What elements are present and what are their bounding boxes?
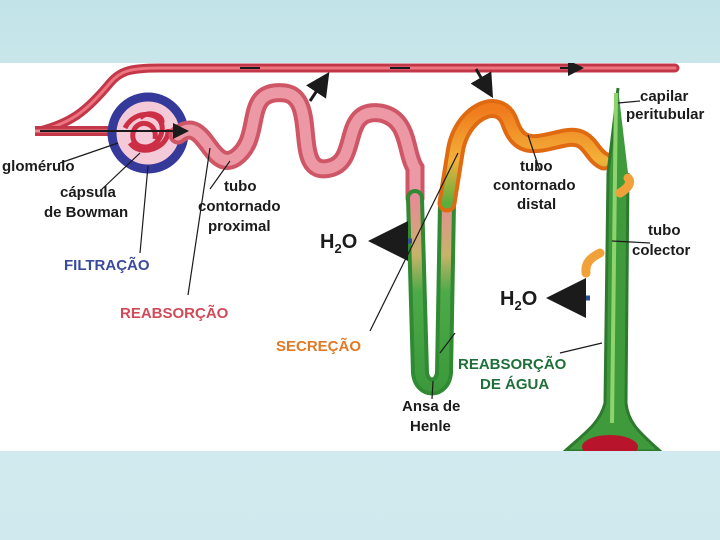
nephron-diagram: capilar peritubular glomérulo cápsula de… <box>2 63 705 451</box>
label-capilar-1: capilar <box>640 88 689 105</box>
label-filtracao: FILTRAÇÃO <box>64 256 150 274</box>
label-capsula-2: de Bowman <box>44 204 128 221</box>
glomerulus <box>122 111 171 153</box>
label-h2o-2: H2O <box>500 288 537 313</box>
label-colector-2: colector <box>632 242 691 259</box>
label-capilar-2: peritubular <box>626 106 705 123</box>
label-reabsorcao-agua-2: DE ÁGUA <box>480 376 549 393</box>
label-h2o-1: H2O <box>320 231 357 256</box>
label-capsula-1: cápsula <box>60 184 117 201</box>
diagram-panel: capilar peritubular glomérulo cápsula de… <box>0 63 720 451</box>
label-proximal-3: proximal <box>208 218 271 235</box>
label-secrecao: SECREÇÃO <box>276 337 361 355</box>
label-glomerulo: glomérulo <box>2 158 75 175</box>
label-ansa-2: Henle <box>410 418 451 435</box>
label-proximal-2: contornado <box>198 198 281 215</box>
label-distal-3: distal <box>517 196 556 213</box>
label-ansa-1: Ansa de <box>402 398 460 415</box>
label-proximal-1: tubo <box>224 178 256 195</box>
label-reabsorcao: REABSORÇÃO <box>120 304 229 322</box>
label-distal-2: contornado <box>493 177 576 194</box>
label-distal-1: tubo <box>520 158 552 175</box>
leader-lines <box>59 100 651 400</box>
label-colector-1: tubo <box>648 222 680 239</box>
label-reabsorcao-agua-1: REABSORÇÃO <box>458 355 567 373</box>
